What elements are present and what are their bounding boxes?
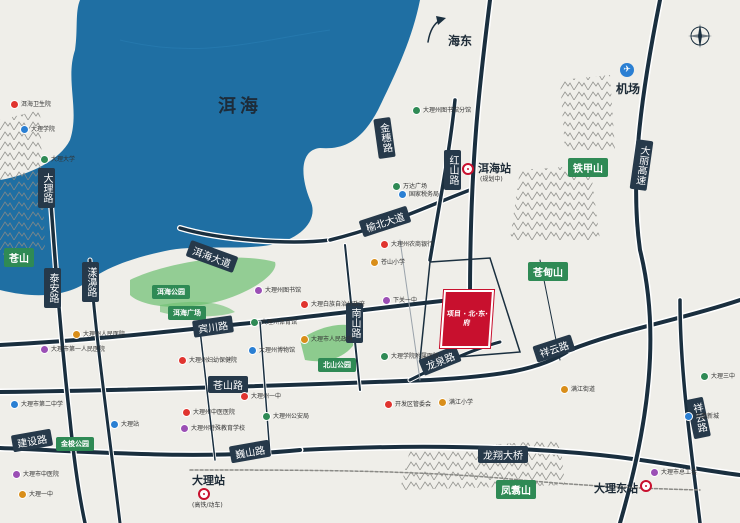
poi-label: 凤凰新城 — [695, 413, 720, 420]
poi-marker-icon[interactable] — [370, 258, 379, 267]
poi-label: 大理州一中 — [251, 393, 282, 400]
project-label: 项目 · 北·东·府 — [446, 310, 489, 327]
metro-dali-east-icon — [640, 480, 652, 492]
tag-erhai-park: 洱海公园 — [152, 285, 190, 299]
lake-label: 洱海 — [218, 96, 262, 117]
poi-marker-icon[interactable] — [254, 286, 263, 295]
poi-marker-icon[interactable] — [300, 335, 309, 344]
poi-label: 大理州图书馆 — [265, 287, 302, 294]
poi-marker-icon[interactable] — [72, 330, 81, 339]
poi-label: 大理州中医医院 — [193, 409, 236, 416]
tag-cangshan: 苍山 — [4, 248, 34, 267]
label-dali-east-station: 大理东站 — [594, 482, 638, 495]
poi-marker-icon[interactable] — [560, 385, 569, 394]
poi-label: 大理三中 — [711, 373, 736, 380]
poi-marker-icon[interactable] — [110, 420, 119, 429]
label-dali-station: 大理站 — [192, 474, 225, 487]
poi-marker-icon[interactable] — [384, 400, 393, 409]
poi-marker-icon[interactable] — [248, 346, 257, 355]
poi-marker-icon[interactable] — [438, 398, 447, 407]
poi-label: 大理州农商银行 — [391, 241, 434, 248]
poi-marker-icon[interactable] — [10, 400, 19, 409]
poi-marker-icon[interactable] — [650, 468, 659, 477]
poi-label: 大理市人民政府 — [311, 336, 354, 343]
poi-marker-icon[interactable] — [20, 125, 29, 134]
label-dali-station-sub: (高铁/动车) — [192, 502, 223, 509]
poi-label: 大理站 — [121, 421, 140, 428]
poi-label: 大理市中医院 — [23, 471, 60, 478]
poi-label: 大理学院 — [31, 126, 56, 133]
poi-marker-icon[interactable] — [380, 352, 389, 361]
poi-marker-icon[interactable] — [262, 412, 271, 421]
tag-ancient-city: 金梭公园 — [56, 437, 94, 451]
poi-marker-icon[interactable] — [178, 356, 187, 365]
road-south: 南山路 — [346, 303, 363, 343]
metro-erhai-icon — [462, 163, 474, 175]
poi-marker-icon[interactable] — [18, 490, 27, 499]
poi-label: 大理州博物馆 — [259, 347, 296, 354]
poi-label: 大理州妇幼保健院 — [189, 357, 238, 364]
road-longxiang-bridge: 龙翔大桥 — [478, 446, 528, 463]
erhai-lake — [0, 0, 420, 296]
poi-marker-icon[interactable] — [250, 318, 259, 327]
tag-shanshan-park: 北山公园 — [318, 358, 356, 372]
shanshan-park-area — [300, 324, 360, 362]
tag-cangdianshan: 苍甸山 — [528, 262, 568, 281]
poi-marker-icon[interactable] — [700, 372, 709, 381]
poi-marker-icon[interactable] — [10, 100, 19, 109]
label-metro-erhai: 洱海站 — [478, 162, 511, 175]
airport-icon: ✈ — [620, 63, 634, 77]
poi-label: 万达广场 — [403, 183, 428, 190]
poi-marker-icon[interactable] — [392, 182, 401, 191]
project-marker[interactable]: 项目 · 北·东·府 — [439, 290, 495, 348]
tag-tiejiashan: 铁甲山 — [568, 158, 608, 177]
poi-label: 大理市第一人民医院 — [51, 346, 106, 353]
metro-dali-icon — [198, 488, 210, 500]
tag-fenglingshan: 凤翥山 — [496, 480, 536, 499]
poi-label: 大理大学 — [51, 156, 76, 163]
road-dali-avenue: 大理路 — [38, 168, 55, 208]
poi-marker-icon[interactable] — [380, 240, 389, 249]
poi-label: 大理一中 — [29, 491, 54, 498]
poi-marker-icon[interactable] — [684, 412, 693, 421]
poi-label: 大理州体育馆 — [261, 319, 298, 326]
poi-label: 国家税务局 — [409, 191, 440, 198]
poi-marker-icon[interactable] — [182, 408, 191, 417]
label-haidong: 海东 — [448, 34, 473, 48]
poi-label: 苍山小学 — [381, 259, 406, 266]
poi-label: 大理市总工会 — [661, 469, 698, 476]
poi-label: 大理白族自治州政府 — [311, 301, 366, 308]
tag-binchuan-square: 洱海广场 — [168, 306, 206, 320]
road-cangshan: 苍山路 — [208, 376, 248, 393]
poi-marker-icon[interactable] — [398, 190, 407, 199]
road-yang: 漾濞路 — [82, 262, 99, 302]
poi-marker-icon[interactable] — [240, 392, 249, 401]
road-taian: 泰安路 — [44, 268, 61, 308]
poi-marker-icon[interactable] — [300, 300, 309, 309]
poi-label: 大理市第二中学 — [21, 401, 64, 408]
poi-label: 大理学院附属医院 — [391, 353, 440, 360]
poi-marker-icon[interactable] — [12, 470, 21, 479]
poi-label: 开发区管委会 — [395, 401, 432, 408]
poi-marker-icon[interactable] — [40, 345, 49, 354]
label-metro-erhai-sub: (规划中) — [480, 176, 503, 183]
mountain-texture-right — [400, 75, 615, 490]
poi-label: 满江街道 — [571, 386, 596, 393]
road-hongshan: 红山路 — [444, 150, 461, 190]
poi-marker-icon[interactable] — [40, 155, 49, 164]
mountain-texture-left — [0, 110, 45, 255]
poi-label: 大理州人民医院 — [83, 331, 126, 338]
poi-marker-icon[interactable] — [382, 296, 391, 305]
poi-label: 满江小学 — [449, 399, 474, 406]
poi-label: 洱海卫生院 — [21, 101, 52, 108]
poi-label: 大理州特殊教育学校 — [191, 425, 246, 432]
poi-label: 下关一中 — [393, 297, 418, 304]
label-airport: 机场 — [616, 82, 641, 96]
poi-marker-icon[interactable] — [180, 424, 189, 433]
poi-label: 大理州公安局 — [273, 413, 310, 420]
poi-label: 大理州图书馆分馆 — [423, 107, 472, 114]
poi-marker-icon[interactable] — [412, 106, 421, 115]
compass-icon — [688, 24, 712, 48]
